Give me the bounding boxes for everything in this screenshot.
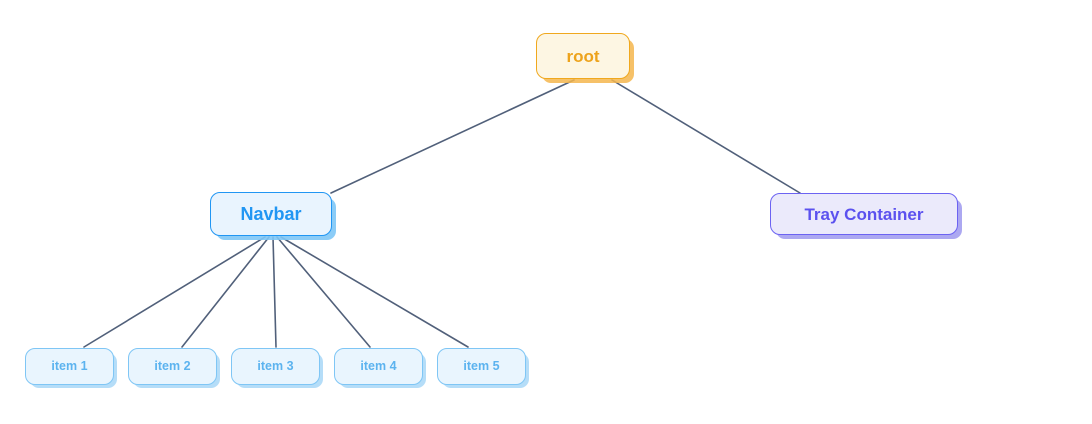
node-item-2[interactable]: item 2 xyxy=(128,348,217,385)
node-navbar-label: Navbar xyxy=(240,204,302,224)
edge-navbar-to-item2 xyxy=(181,236,270,348)
node-navbar[interactable]: Navbar xyxy=(210,192,332,236)
node-item-3[interactable]: item 3 xyxy=(231,348,320,385)
node-item-3-label: item 3 xyxy=(257,359,294,374)
node-item-4-label: item 4 xyxy=(360,359,397,374)
node-root[interactable]: root xyxy=(536,33,630,79)
node-root-label: root xyxy=(566,46,600,66)
node-tray-container-label: Tray Container xyxy=(804,204,924,224)
node-item-1[interactable]: item 1 xyxy=(25,348,114,385)
edge-navbar-to-item1 xyxy=(83,236,266,348)
node-item-5-label: item 5 xyxy=(463,359,500,374)
edge-navbar-to-item5 xyxy=(280,236,469,348)
node-item-4[interactable]: item 4 xyxy=(334,348,423,385)
edge-navbar-to-item3 xyxy=(272,236,277,348)
node-tray-container[interactable]: Tray Container xyxy=(770,193,958,235)
node-item-5[interactable]: item 5 xyxy=(437,348,526,385)
node-item-1-label: item 1 xyxy=(51,359,88,374)
edge-navbar-to-item4 xyxy=(276,236,371,348)
edge-root-to-tray xyxy=(611,79,801,194)
node-item-2-label: item 2 xyxy=(154,359,191,374)
edge-root-to-navbar xyxy=(330,79,575,194)
